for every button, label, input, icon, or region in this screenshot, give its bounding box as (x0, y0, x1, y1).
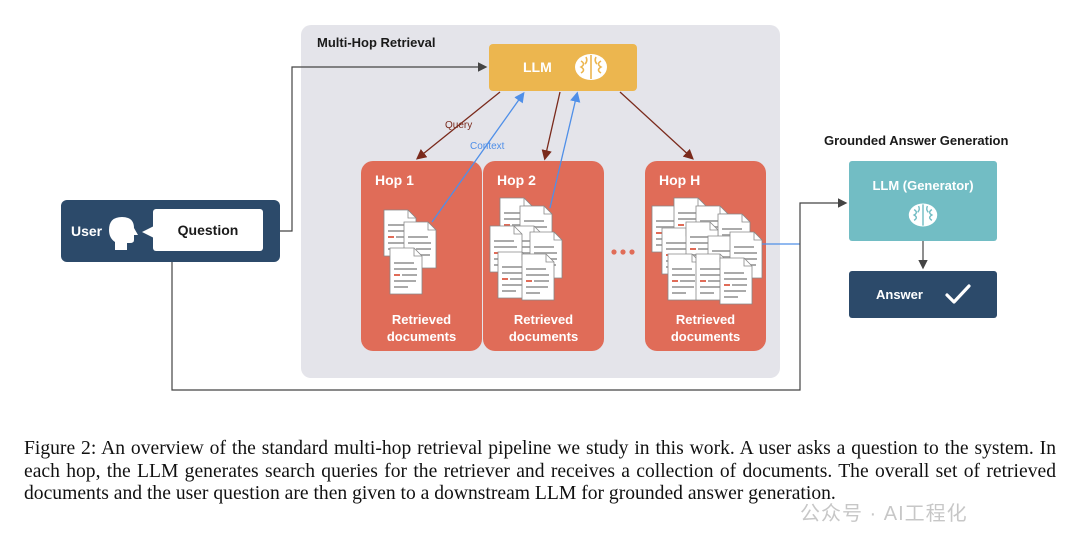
hop-2-label: Hop 2 (497, 172, 536, 188)
generator-node: LLM (Generator) (849, 161, 997, 241)
question-box: Question (153, 209, 263, 251)
llm-label: LLM (523, 59, 552, 75)
hop-h-retrieved-label: Retrieved documents (670, 312, 741, 344)
answer-label: Answer (876, 287, 923, 302)
context-arrow-hop-1 (431, 91, 525, 223)
panel-title: Multi-Hop Retrieval (317, 35, 436, 50)
hop-h-label: Hop H (659, 172, 701, 188)
llm-node: LLM (489, 44, 637, 91)
documents-hop-h (651, 197, 763, 305)
user-label: User (71, 223, 103, 239)
query-arrow-hop-h (619, 91, 694, 160)
user-head-icon (109, 217, 138, 250)
question-to-llm-edge (280, 62, 488, 232)
hop-2-retrieved-label: Retrieved documents (508, 312, 579, 344)
watermark: 公众号 · AI工程化 (800, 503, 968, 525)
user-node: User Question (61, 200, 280, 262)
hop-1-retrieved-label: Retrieved documents (386, 312, 457, 344)
query-arrow-hop-2 (541, 91, 561, 161)
check-icon (945, 284, 971, 304)
context-label: Context (470, 141, 505, 152)
documents-hop-1 (383, 209, 437, 295)
question-to-generator-edge (171, 198, 848, 391)
generator-label: LLM (Generator) (872, 178, 974, 193)
brain-icon (575, 54, 607, 80)
query-arrow-hop-1 (415, 91, 501, 160)
figure-caption: Figure 2: An overview of the standard mu… (24, 438, 1056, 505)
grounded-answer-title: Grounded Answer Generation (824, 133, 1009, 148)
context-arrow-hop-2 (549, 91, 581, 209)
query-label: Query (445, 120, 472, 131)
hop-1-label: Hop 1 (375, 172, 414, 188)
documents-hop-2 (489, 197, 563, 301)
answer-node: Answer (849, 271, 997, 318)
hop-1-box: Hop 1 Retrieved documents (361, 161, 482, 351)
brain-icon (908, 203, 938, 227)
hops-ellipsis (611, 249, 635, 255)
